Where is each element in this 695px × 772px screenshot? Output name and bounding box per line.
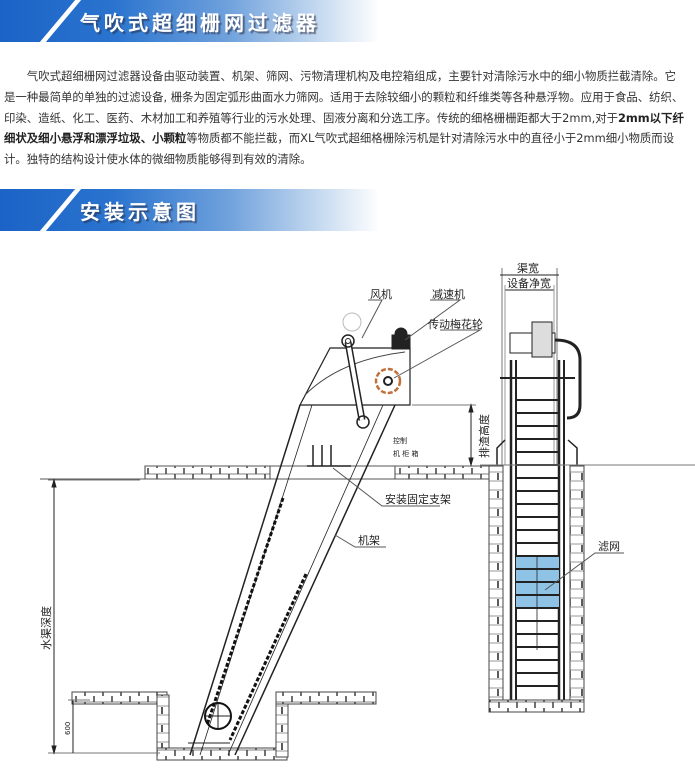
section-title: 安装示意图 [80, 200, 200, 224]
installation-diagram: 风机 减速机 传动梅花轮 安装固定支架 机架 滤网 渠宽 设备净宽 控制 机 柜… [0, 235, 695, 768]
product-description: 气吹式超细栅网过滤器设备由驱动装置、机架、筛网、污物清理机构及电控箱组成，主要针… [4, 66, 684, 170]
label-discharge-height: 排渣高度 [477, 414, 491, 458]
section-header-install: 安装示意图 [0, 189, 380, 231]
label-channel-width: 渠宽 [517, 261, 539, 275]
label-bottom-dim: 600 [64, 722, 72, 735]
description-text-1: 气吹式超细栅网过滤器设备由驱动装置、机架、筛网、污物清理机构及电控箱组成，主要针… [4, 69, 684, 125]
section-header-product: 气吹式超细栅网过滤器 [0, 0, 380, 42]
label-fan: 风机 [370, 287, 392, 301]
banner-slash-decoration [29, 0, 87, 42]
side-view [40, 299, 500, 761]
description-text-2: 等物质都不能拦截，而XL气吹式超细格栅除污机是针对清除污水中的直径小于2mm细小… [4, 131, 675, 167]
section-title: 气吹式超细栅网过滤器 [80, 11, 320, 35]
banner-slash-decoration [29, 189, 87, 231]
description-bold: 2mm以下纤细状及细小悬浮和漂浮垃圾、小颗粒 [4, 110, 684, 146]
label-reducer: 减速机 [432, 287, 465, 301]
label-mount-bracket: 安装固定支架 [385, 492, 451, 506]
label-cabinet: 机 柜 箱 [393, 449, 418, 458]
label-channel-depth: 水渠深度 [39, 606, 53, 650]
label-screen: 滤网 [598, 540, 620, 553]
front-view [480, 268, 695, 713]
label-frame: 机架 [358, 533, 380, 547]
label-sprocket: 传动梅花轮 [428, 317, 483, 331]
label-control-box: 控制 [393, 436, 407, 445]
label-equipment-width: 设备净宽 [507, 276, 551, 290]
